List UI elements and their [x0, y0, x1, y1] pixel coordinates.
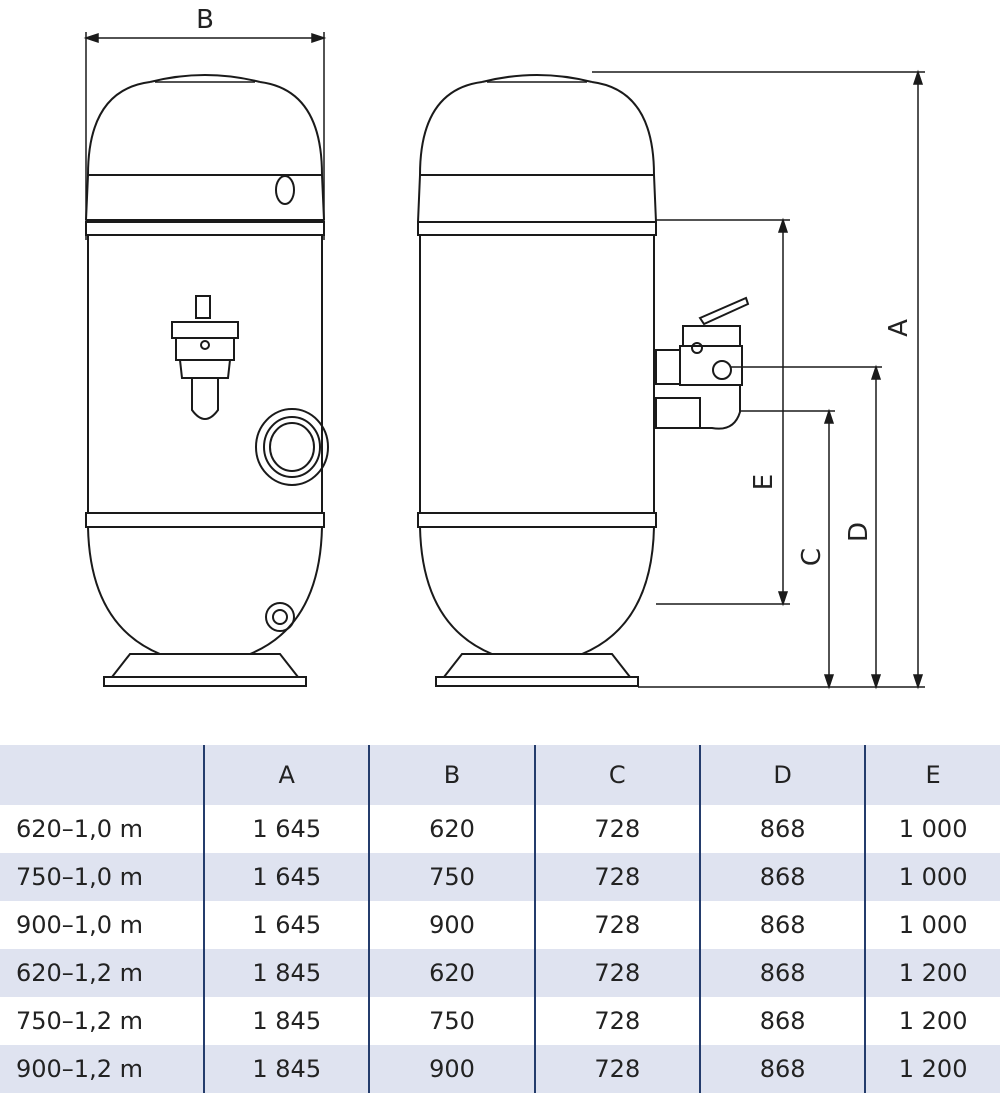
table-cell-d: 868 — [698, 805, 866, 853]
table-cell-model: 900–1,2 m — [0, 1045, 205, 1093]
table-cell-d: 868 — [698, 853, 866, 901]
table-cell-e: 1 200 — [864, 1045, 1000, 1093]
table-cell-b: 750 — [368, 997, 535, 1045]
table-cell-model: 750–1,2 m — [16, 1007, 143, 1035]
front-top-cap — [149, 74, 261, 83]
table-cell-e: 1 000 — [864, 805, 1000, 853]
table-cell-model: 900–1,0 m — [16, 911, 143, 939]
table-cell-a: 1 645 — [203, 901, 370, 949]
front-lower-band — [85, 512, 325, 528]
dimension-label-a: A — [884, 319, 914, 337]
dimension-label-b: B — [196, 5, 214, 35]
side-upper-band — [417, 221, 657, 236]
table-cell-c: 728 — [533, 1045, 700, 1093]
table-cell-model: 620–1,2 m — [0, 949, 205, 997]
table-cell-a: 1 845 — [203, 1045, 370, 1093]
side-bottom-dome — [419, 526, 655, 655]
side-body — [419, 235, 655, 513]
front-drain-plug-icon — [265, 602, 295, 632]
table-cell-b: 900 — [368, 901, 535, 949]
table-row: 620–1,2 m 1 845 620 728 868 1 200 — [0, 949, 1000, 997]
side-view-tank — [417, 74, 750, 687]
front-bottom-dome — [87, 526, 323, 655]
pressure-gauge-icon — [275, 175, 295, 205]
table-cell-b: 620 — [368, 805, 535, 853]
table-header-d: D — [698, 745, 866, 805]
table-cell-d: 868 — [698, 901, 866, 949]
table-row: 900–1,0 m 1 645 900 728 868 1 000 — [0, 901, 1000, 949]
table-cell-c: 728 — [533, 949, 700, 997]
side-base — [435, 653, 639, 687]
table-header-model — [0, 745, 205, 805]
filter-technical-drawing: B A E C D — [83, 5, 925, 690]
table-cell-c: 728 — [533, 853, 700, 901]
table-cell-d: 868 — [698, 1045, 866, 1093]
dimension-label-c: C — [797, 548, 827, 566]
table-header-a: A — [203, 745, 370, 805]
table-cell-b: 620 — [368, 949, 535, 997]
dimension-label-d: D — [844, 522, 874, 542]
table-cell-e: 1 000 — [864, 901, 1000, 949]
dimension-lines — [83, 32, 925, 690]
side-lower-band — [417, 512, 657, 528]
front-base — [103, 653, 307, 687]
front-side-port-icon — [255, 408, 329, 486]
table-header-c: C — [533, 745, 700, 805]
dimension-label-e: E — [749, 474, 779, 490]
dimensions-table: A B C D E 620–1,0 m 1 645 620 728 868 1 … — [0, 745, 1000, 1093]
table-cell-model: 750–1,0 m — [0, 853, 205, 901]
table-cell-d: 868 — [698, 949, 866, 997]
table-header-b: B — [368, 745, 535, 805]
table-cell-e: 1 000 — [864, 853, 1000, 901]
front-dome — [87, 81, 323, 176]
table-cell-c: 728 — [533, 901, 700, 949]
table-cell-c: 728 — [533, 805, 700, 853]
table-header-row: A B C D E — [0, 745, 1000, 805]
table-cell-b: 750 — [368, 853, 535, 901]
front-view-tank — [85, 74, 329, 687]
side-multiport-valve-icon — [655, 296, 750, 430]
table-cell-a: 1 645 — [203, 805, 370, 853]
table-row: 620–1,0 m 1 645 620 728 868 1 000 — [0, 805, 1000, 853]
table-cell-d: 868 — [698, 997, 866, 1045]
table-row: 750–1,2 m 1 845 750 728 868 1 200 — [0, 997, 1000, 1045]
table-cell-c: 728 — [533, 997, 700, 1045]
table-cell-model: 620–1,0 m — [16, 815, 143, 843]
table-cell-a: 1 645 — [203, 853, 370, 901]
table-cell-e: 1 200 — [864, 997, 1000, 1045]
table-row: 750–1,0 m 1 645 750 728 868 1 000 — [0, 853, 1000, 901]
table-cell-a: 1 845 — [203, 997, 370, 1045]
table-cell-b: 900 — [368, 1045, 535, 1093]
table-cell-e: 1 200 — [864, 949, 1000, 997]
table-row: 900–1,2 m 1 845 900 728 868 1 200 — [0, 1045, 1000, 1093]
table-header-e: E — [864, 745, 1000, 805]
side-dome — [419, 81, 655, 176]
front-upper-band — [85, 221, 325, 236]
table-cell-a: 1 845 — [203, 949, 370, 997]
front-multiport-valve-icon — [171, 295, 239, 420]
